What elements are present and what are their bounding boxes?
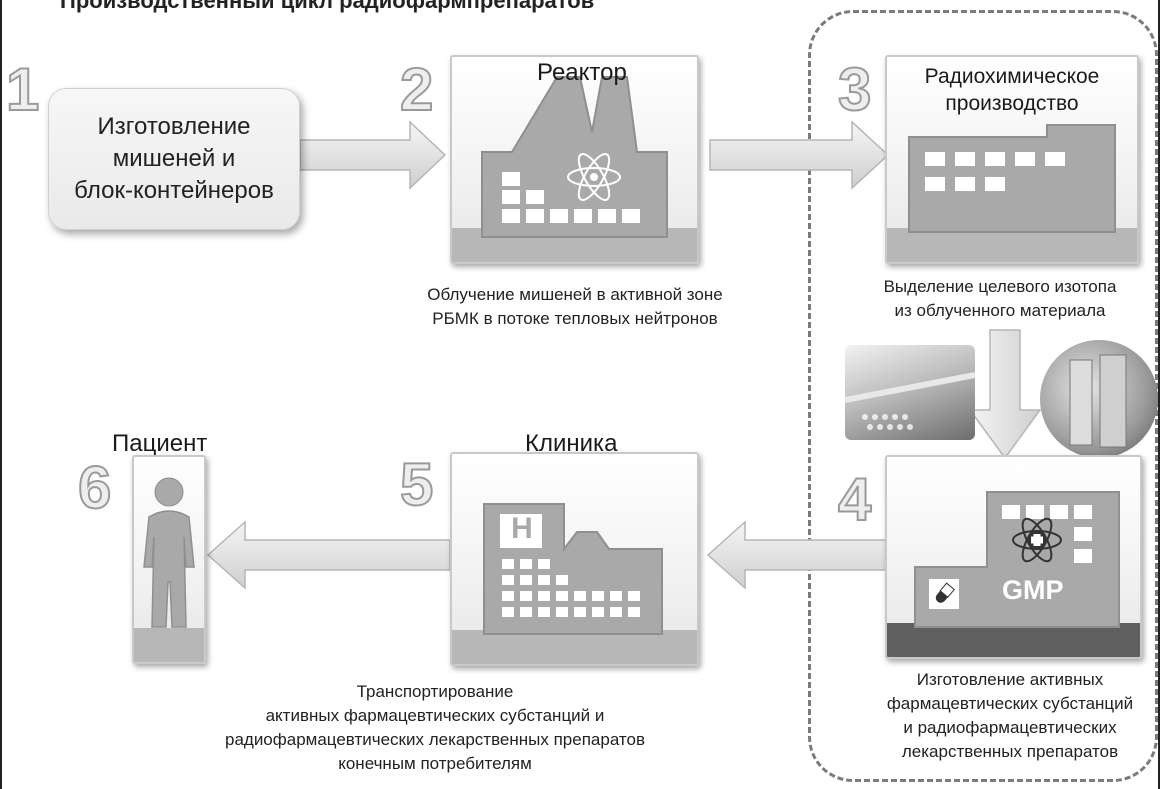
- arrow-down-icon: [968, 329, 1042, 460]
- step-4-caption-line-3: и радиофармацевтических: [903, 718, 1117, 737]
- factory-icon: [908, 124, 1116, 233]
- step-5-caption-line-3: радиофармацевтических лекарственных преп…: [224, 730, 645, 749]
- hospital-sign: H: [511, 512, 533, 545]
- step-4-caption-line-1: Изготовление активных: [916, 670, 1104, 689]
- clinic-box: H: [450, 452, 699, 666]
- hot-cell-photo: [1040, 340, 1158, 458]
- step-number-4: 4: [837, 466, 872, 533]
- pill-icon: [929, 579, 959, 609]
- step-1-target-manufacturing-box: Изготовление мишеней и блок-контейнеров: [48, 88, 300, 230]
- step-5-caption: Транспортирование активных фармацевтичес…: [165, 680, 705, 776]
- radiochemical-production-box: Радиохимическое производство: [885, 55, 1139, 264]
- step-number-5: 5: [399, 451, 434, 518]
- step-2-caption-line-2: РБМК в потоке тепловых нейтронов: [432, 309, 718, 328]
- step-2-caption: Облучение мишеней в активной зоне РБМК в…: [385, 283, 765, 331]
- step-5-caption-line-4: конечным потребителям: [338, 754, 532, 773]
- step-3-caption: Выделение целевого изотопа из облученног…: [845, 275, 1155, 323]
- step-number-3: 3: [837, 56, 872, 123]
- production-line-photo: [845, 345, 975, 440]
- radiochemical-label-line-2: производство: [945, 92, 1079, 115]
- reactor-box: Реактор: [450, 55, 699, 264]
- step-number-1: 1: [5, 56, 40, 123]
- radiochemical-label: Радиохимическое производство: [887, 63, 1137, 117]
- step-5-caption-line-2: активных фармацевтических субстанций и: [265, 706, 605, 725]
- arrow-right-icon: [299, 120, 447, 190]
- medical-cross-icon: [1028, 531, 1046, 549]
- arrow-right-icon: [709, 120, 890, 190]
- arrow-left-icon: [206, 520, 451, 590]
- step-5-caption-line-1: Транспортирование: [356, 682, 514, 701]
- gmp-production-box: GMP: [885, 455, 1142, 659]
- step-3-caption-line-1: Выделение целевого изотопа: [883, 277, 1117, 296]
- step-2-caption-line-1: Облучение мишеней в активной зоне: [427, 285, 723, 304]
- step-4-caption-line-2: фармацевтических субстанций: [886, 694, 1134, 713]
- patient-label: Пациент: [112, 430, 208, 457]
- atom-icon: [567, 153, 621, 201]
- factory-icon: [481, 76, 668, 238]
- step-number-2: 2: [399, 56, 434, 123]
- step-3-caption-line-2: из облученного материала: [894, 301, 1106, 320]
- gmp-badge: GMP: [1002, 575, 1064, 605]
- step-1-line-3: блок-контейнеров: [74, 177, 274, 204]
- arrow-left-icon: [706, 520, 891, 590]
- radiochemical-label-line-1: Радиохимическое: [924, 65, 1100, 88]
- step-1-line-2: мишеней и: [112, 145, 236, 172]
- factory-icon: [914, 491, 1120, 628]
- person-icon: [143, 477, 195, 628]
- step-4-caption: Изготовление активных фармацевтических с…: [860, 668, 1160, 764]
- step-number-6: 6: [77, 454, 112, 521]
- hospital-icon: [483, 503, 663, 635]
- step-1-line-1: Изготовление: [97, 113, 251, 140]
- clinic-label: Клиника: [525, 430, 618, 457]
- step-4-caption-line-4: лекарственных препаратов: [901, 742, 1119, 761]
- reactor-label: Реактор: [537, 59, 627, 86]
- page-title: Производственный цикл радиофармпрепарато…: [60, 0, 595, 13]
- patient-box: [132, 455, 206, 664]
